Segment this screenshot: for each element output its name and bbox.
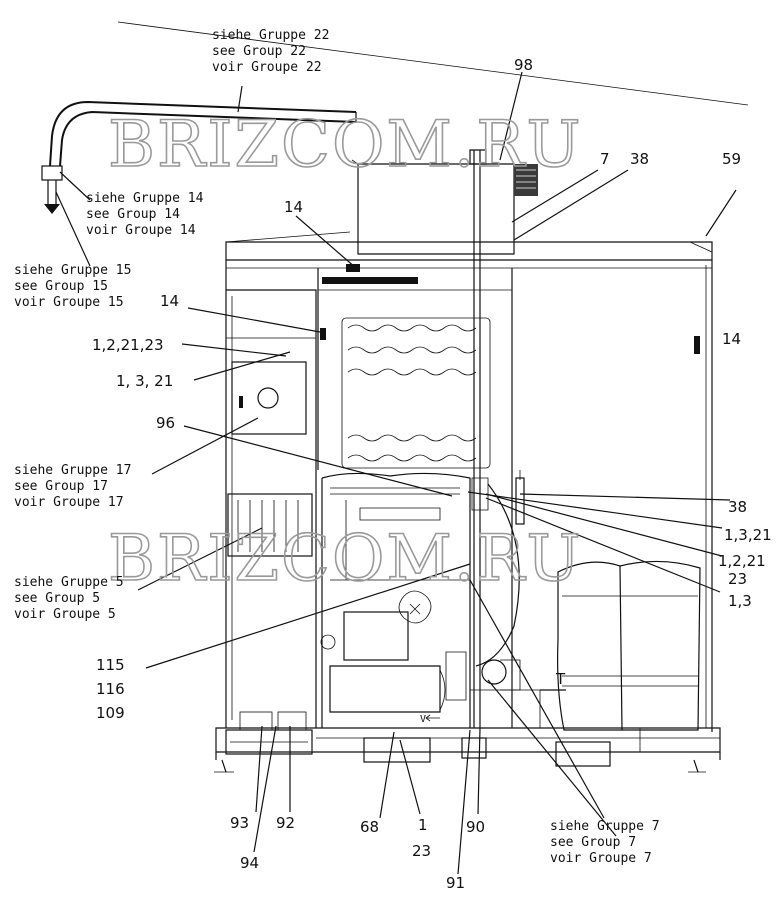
top-unit <box>351 149 538 255</box>
group-ref-5: siehe Gruppe 5 see Group 5 voir Groupe 5 <box>14 575 124 622</box>
callout-92: 92 <box>276 814 295 832</box>
group-ref-22-en: see Group 22 <box>212 44 306 59</box>
group-ref-15-fr: voir Groupe 15 <box>14 295 124 310</box>
group-ref-22-de: siehe Gruppe 22 <box>212 28 329 43</box>
group-ref-14-de: siehe Gruppe 14 <box>86 191 204 206</box>
leader-lines <box>55 71 737 875</box>
callout-14-right: 14 <box>722 330 741 348</box>
callout-109: 109 <box>96 704 125 722</box>
group-ref-17-en: see Group 17 <box>14 479 108 494</box>
group-ref-14-fr: voir Groupe 14 <box>86 223 196 238</box>
callout-90: 90 <box>466 818 485 836</box>
callouts: 98 7 38 59 14 14 14 1,2,21,23 1, 3, 21 9… <box>92 56 772 892</box>
callout-59: 59 <box>722 150 741 168</box>
group-ref-15-en: see Group 15 <box>14 279 108 294</box>
group-ref-14-en: see Group 14 <box>86 207 180 222</box>
callout-38-right: 38 <box>728 498 747 516</box>
callout-1-3-21-right: 1,3,21 <box>724 526 772 544</box>
callout-14-left: 14 <box>160 292 179 310</box>
callout-96: 96 <box>156 414 175 432</box>
group-ref-15: siehe Gruppe 15 see Group 15 voir Groupe… <box>14 263 131 310</box>
callout-68: 68 <box>360 818 379 836</box>
callout-1-3-right: 1,3 <box>728 592 752 610</box>
callout-115: 115 <box>96 656 125 674</box>
group-ref-7: siehe Gruppe 7 see Group 7 voir Groupe 7 <box>550 819 660 866</box>
callout-T: T <box>555 670 566 688</box>
callout-116: 116 <box>96 680 125 698</box>
callout-14-top: 14 <box>284 198 303 216</box>
group-ref-5-fr: voir Groupe 5 <box>14 607 116 622</box>
callout-1-2-21-right: 1,2,21 <box>718 552 766 570</box>
group-ref-17: siehe Gruppe 17 see Group 17 voir Groupe… <box>14 463 131 510</box>
group-ref-14: siehe Gruppe 14 see Group 14 voir Groupe… <box>86 191 204 238</box>
callout-38-top: 38 <box>630 150 649 168</box>
watermark-top: BRIZCOM.RU <box>108 108 582 182</box>
group-ref-17-de: siehe Gruppe 17 <box>14 463 131 478</box>
callout-1-2-21-23: 1,2,21,23 <box>92 336 164 354</box>
watermark-middle: BRIZCOM.RU <box>108 522 582 596</box>
callout-93: 93 <box>230 814 249 832</box>
callout-1-bottom: 1 <box>418 816 428 834</box>
group-ref-7-en: see Group 7 <box>550 835 636 850</box>
callout-1-3-21-left: 1, 3, 21 <box>116 372 173 390</box>
callout-7: 7 <box>600 150 610 168</box>
group-ref-22-fr: voir Groupe 22 <box>212 60 322 75</box>
hose-assembly <box>41 100 357 214</box>
group-ref-7-fr: voir Groupe 7 <box>550 851 652 866</box>
group-ref-5-de: siehe Gruppe 5 <box>14 575 124 590</box>
callout-V: V <box>420 714 426 725</box>
group-ref-7-de: siehe Gruppe 7 <box>550 819 660 834</box>
machine-outline <box>117 21 749 773</box>
group-ref-5-en: see Group 5 <box>14 591 100 606</box>
callout-94: 94 <box>240 854 259 872</box>
callout-91: 91 <box>446 874 465 892</box>
group-ref-17-fr: voir Groupe 17 <box>14 495 124 510</box>
callout-23-right: 23 <box>728 570 747 588</box>
callout-98: 98 <box>514 56 533 74</box>
group-ref-15-de: siehe Gruppe 15 <box>14 263 131 278</box>
callout-23-bottom: 23 <box>412 842 431 860</box>
group-ref-22: siehe Gruppe 22 see Group 22 voir Groupe… <box>212 28 329 75</box>
